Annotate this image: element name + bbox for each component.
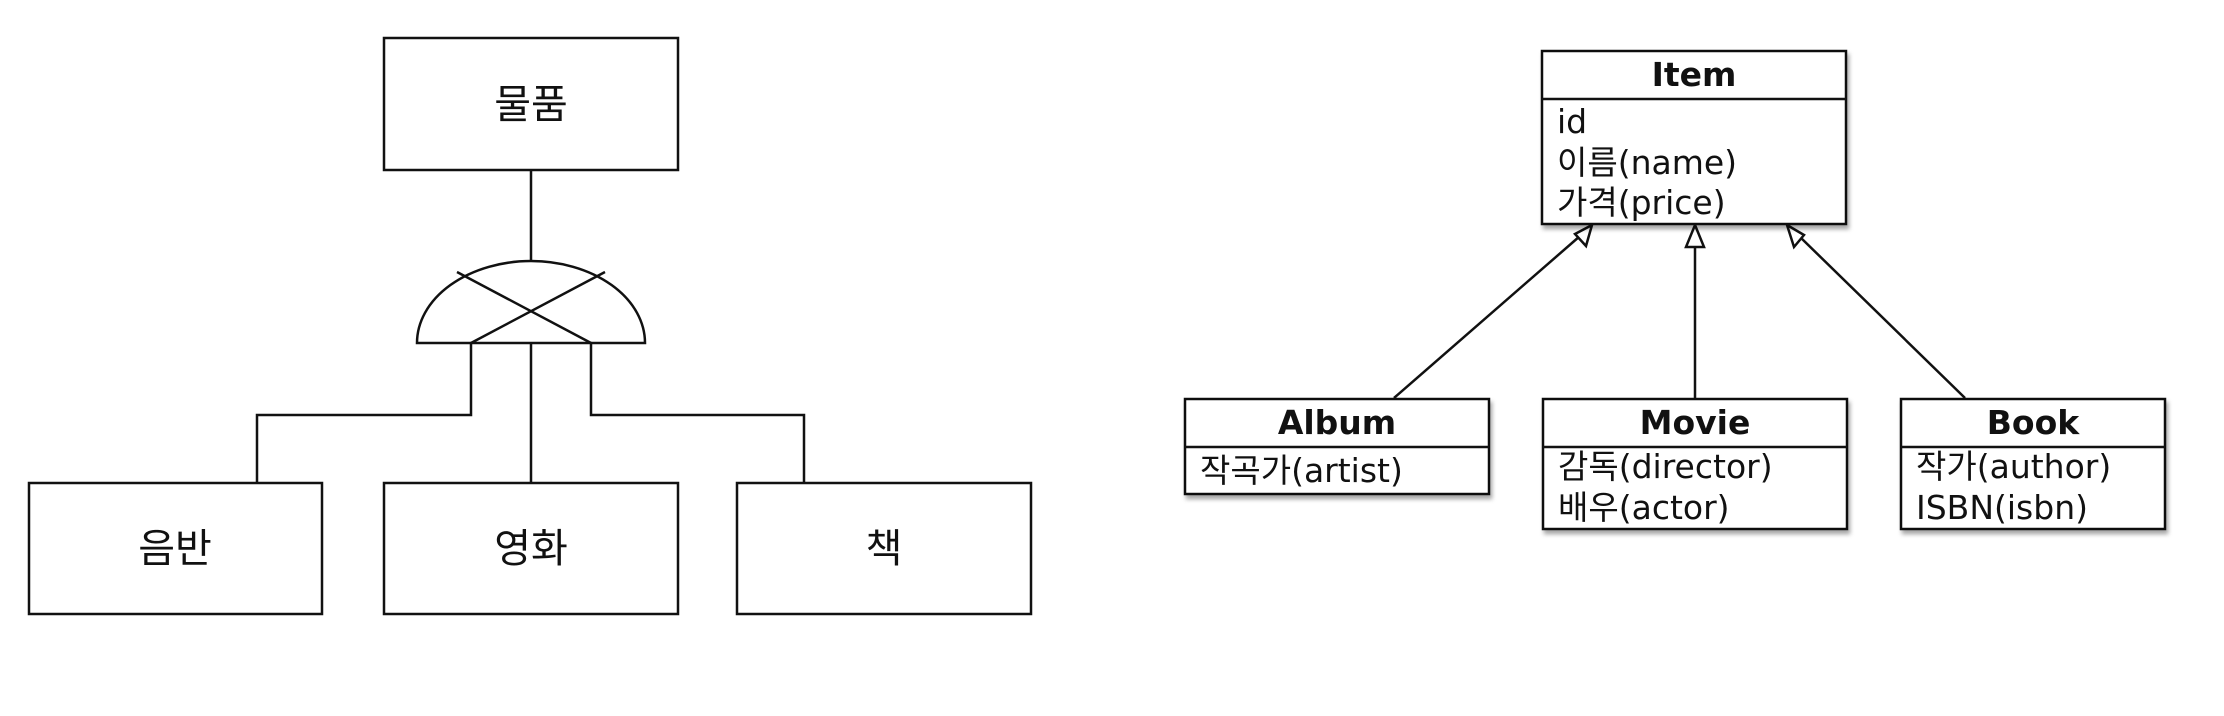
class-attribute: id bbox=[1557, 102, 1587, 141]
inheritance-arrowhead bbox=[1684, 221, 1706, 249]
er-entity-box bbox=[27, 481, 324, 616]
er-entity-box bbox=[735, 481, 1033, 616]
inheritance-line bbox=[1798, 235, 1966, 399]
class-name: Movie bbox=[1640, 403, 1751, 442]
inheritance-arrowhead bbox=[1784, 222, 1806, 250]
er-subtype-symbol bbox=[415, 259, 647, 345]
er-entity-label: 음반 bbox=[138, 526, 212, 572]
class-name: Album bbox=[1278, 403, 1396, 442]
inheritance-arrowhead bbox=[1572, 222, 1595, 249]
er-entity-parent: 물품 bbox=[382, 36, 680, 172]
er-connector bbox=[589, 343, 806, 483]
class-box bbox=[1899, 397, 2167, 531]
er-subtype-cross-line bbox=[470, 270, 606, 345]
er-entity-label: 영화 bbox=[494, 526, 568, 572]
class-box bbox=[1540, 49, 1848, 226]
er-entity-label: 물품 bbox=[494, 82, 568, 128]
class-attribute: 가격(price) bbox=[1557, 183, 1726, 222]
class-attribute: 배우(actor) bbox=[1558, 488, 1730, 527]
class-movie bbox=[1541, 397, 1849, 531]
er-entity-child: 음반 bbox=[27, 481, 324, 616]
class-item bbox=[1540, 49, 1848, 226]
class-attribute: 감독(director) bbox=[1558, 447, 1773, 486]
class-attribute: 작가(author) bbox=[1916, 447, 2111, 486]
class-attribute: 이름(name) bbox=[1557, 143, 1737, 182]
class-book bbox=[1899, 397, 2167, 531]
er-entity-child: 영화 bbox=[382, 481, 680, 616]
class-attribute: 작곡가(artist) bbox=[1200, 451, 1403, 490]
er-entity-child: 책 bbox=[735, 481, 1033, 616]
class-name: Item bbox=[1652, 55, 1737, 94]
inheritance-line bbox=[1393, 235, 1581, 399]
er-subtype-cross-line bbox=[456, 270, 592, 345]
er-entity-box bbox=[382, 481, 680, 616]
er-connector bbox=[255, 343, 473, 483]
er-subtype-half-circle bbox=[415, 259, 647, 345]
class-box bbox=[1541, 397, 1849, 531]
class-diagram: Item id 이름(name) 가격(price) Album 작곡가(art… bbox=[1183, 49, 2167, 531]
class-attribute: ISBN(isbn) bbox=[1916, 488, 2088, 527]
class-name: Book bbox=[1987, 403, 2080, 442]
er-entity-label: 책 bbox=[866, 526, 903, 572]
er-entity-box bbox=[382, 36, 680, 172]
er-diagram: 물품 음반 영화 책 bbox=[27, 36, 1033, 616]
